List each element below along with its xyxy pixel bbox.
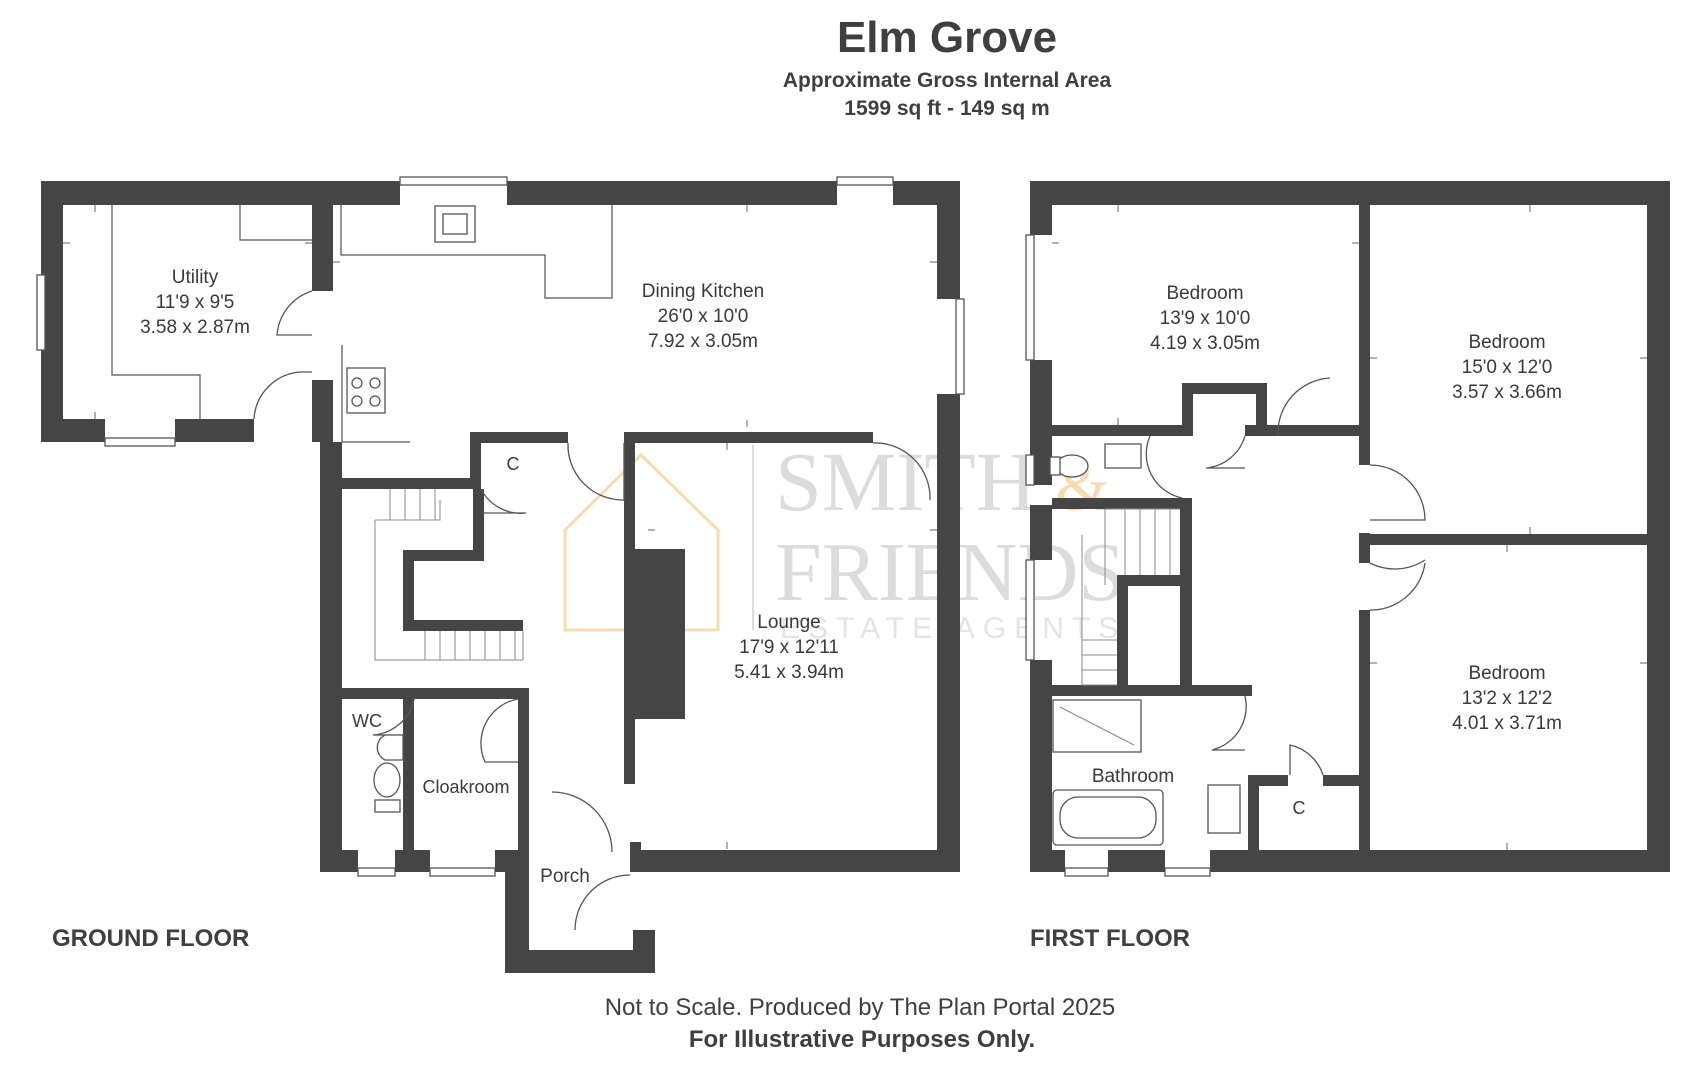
- plan-subtitle: Approximate Gross Internal Area: [783, 69, 1112, 92]
- utility-metric: 3.58 x 2.87m: [140, 317, 250, 338]
- dining-kitchen-imperial: 26'0 x 10'0: [658, 306, 749, 327]
- dining-kitchen-metric: 7.92 x 3.05m: [648, 331, 758, 352]
- first-floor-label: FIRST FLOOR: [1030, 925, 1190, 952]
- first-cupboard-label: C: [1293, 798, 1306, 818]
- bedroom-3-name: Bedroom: [1468, 663, 1545, 684]
- bedroom-1-imperial: 13'9 x 10'0: [1160, 308, 1251, 329]
- footer-line1: Not to Scale. Produced by The Plan Porta…: [605, 994, 1116, 1021]
- footer-line2: For Illustrative Purposes Only.: [689, 1026, 1035, 1053]
- lounge-metric: 5.41 x 3.94m: [734, 662, 844, 683]
- ground-cupboard-label: C: [507, 454, 520, 474]
- utility-name: Utility: [172, 267, 219, 288]
- bedroom-2-metric: 3.57 x 3.66m: [1452, 382, 1562, 403]
- bedroom-1-metric: 4.19 x 3.05m: [1150, 333, 1260, 354]
- cloakroom-label: Cloakroom: [422, 777, 509, 797]
- wc-label: WC: [352, 711, 382, 731]
- ground-floor: Utility 11'9 x 9'5 3.58 x 2.87m Dining K…: [36, 176, 965, 973]
- bedroom-3-metric: 4.01 x 3.71m: [1452, 713, 1562, 734]
- dining-kitchen-name: Dining Kitchen: [642, 281, 765, 302]
- bedroom-3-imperial: 13'2 x 12'2: [1462, 688, 1553, 709]
- utility-imperial: 11'9 x 9'5: [156, 292, 235, 313]
- bedroom-2-imperial: 15'0 x 12'0: [1462, 357, 1553, 378]
- bedroom-2-name: Bedroom: [1468, 332, 1545, 353]
- plan-area: 1599 sq ft - 149 sq m: [844, 97, 1049, 120]
- bedroom-1-name: Bedroom: [1166, 283, 1243, 304]
- ground-floor-label: GROUND FLOOR: [52, 925, 249, 952]
- lounge-name: Lounge: [757, 612, 820, 633]
- first-floor: Bedroom 13'9 x 10'0 4.19 x 3.05m Bedroom…: [1025, 181, 1670, 952]
- plan-title: Elm Grove: [837, 13, 1057, 62]
- porch-label: Porch: [540, 866, 590, 887]
- watermark-line1: SMITH: [775, 436, 1036, 529]
- lounge-imperial: 17'9 x 12'11: [739, 637, 839, 658]
- bathroom-label: Bathroom: [1092, 766, 1174, 787]
